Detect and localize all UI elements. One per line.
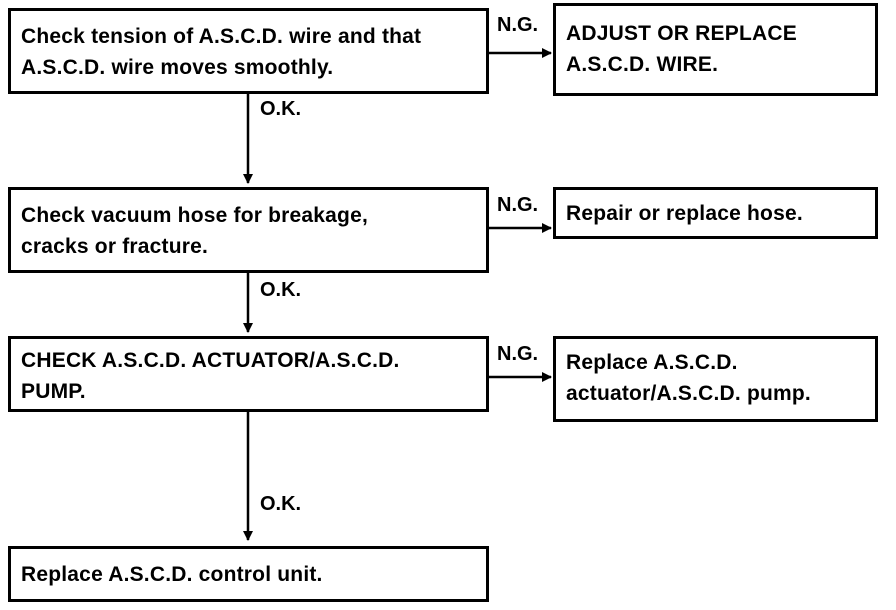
step-text-line: Check vacuum hose for breakage,	[21, 204, 368, 227]
remedy-text-line: ADJUST OR REPLACE	[566, 22, 797, 45]
ng-label: N.G.	[497, 194, 539, 216]
step-text-line: Check tension of A.S.C.D. wire and that	[21, 25, 422, 48]
step-text-line: CHECK A.S.C.D. ACTUATOR/A.S.C.D.	[21, 349, 400, 372]
remedy-text-line: Repair or replace hose.	[566, 202, 803, 225]
remedy-repair-hose-box: Repair or replace hose.	[553, 187, 878, 239]
ok-label: O.K.	[260, 493, 302, 515]
step-check-wire-box: Check tension of A.S.C.D. wire and that …	[8, 8, 489, 94]
ok-label: O.K.	[260, 98, 302, 120]
step-replace-control-unit-box: Replace A.S.C.D. control unit.	[8, 546, 489, 602]
step-text-line: PUMP.	[21, 380, 86, 403]
step-check-actuator-box: CHECK A.S.C.D. ACTUATOR/A.S.C.D. PUMP.	[8, 336, 489, 412]
remedy-text-line: actuator/A.S.C.D. pump.	[566, 382, 811, 405]
remedy-text-line: Replace A.S.C.D.	[566, 351, 738, 374]
ng-label: N.G.	[497, 343, 539, 365]
remedy-text-line: A.S.C.D. WIRE.	[566, 53, 719, 76]
remedy-adjust-wire-box: ADJUST OR REPLACE A.S.C.D. WIRE.	[553, 3, 878, 96]
step-check-hose-box: Check vacuum hose for breakage, cracks o…	[8, 187, 489, 273]
step-text-line: Replace A.S.C.D. control unit.	[21, 563, 323, 586]
step-text-line: A.S.C.D. wire moves smoothly.	[21, 56, 334, 79]
ok-label: O.K.	[260, 279, 302, 301]
remedy-replace-actuator-box: Replace A.S.C.D. actuator/A.S.C.D. pump.	[553, 336, 878, 422]
step-text-line: cracks or fracture.	[21, 235, 209, 258]
ng-label: N.G.	[497, 14, 539, 36]
